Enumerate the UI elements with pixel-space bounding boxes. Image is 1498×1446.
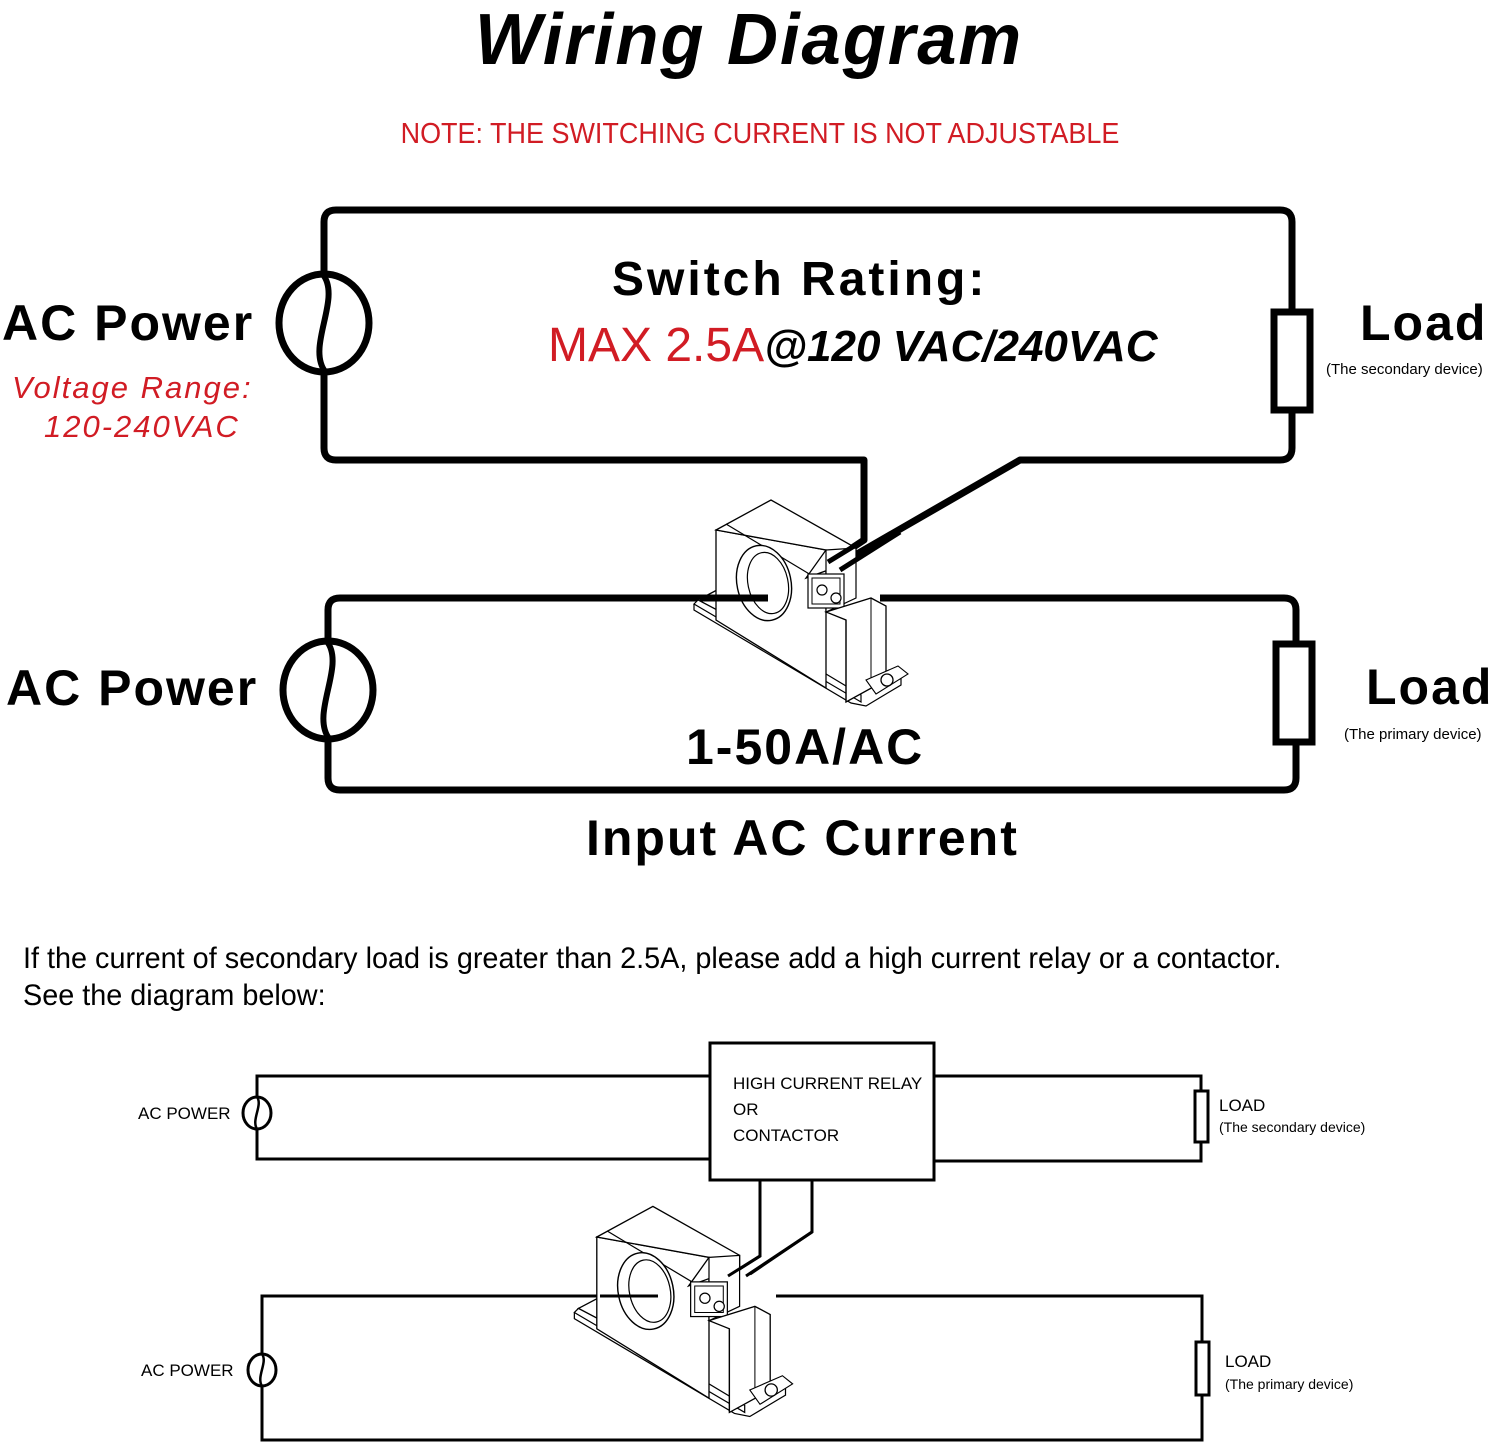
resistor-load-icon: [1270, 308, 1314, 414]
relay-box-label: HIGH CURRENT RELAY OR CONTACTOR: [733, 1071, 922, 1149]
switch-rating-title: Switch Rating:: [612, 253, 988, 306]
switch-rating-value: MAX 2.5A@120 VAC/240VAC: [548, 322, 1158, 370]
instructions-line-1: If the current of secondary load is grea…: [23, 942, 1282, 975]
secondary-load-sublabel: (The secondary device): [1326, 361, 1483, 378]
ac-source-icon: [279, 637, 377, 743]
primary-load-label: Load: [1366, 659, 1494, 715]
relay-primary-wires: [260, 1294, 1204, 1442]
ac-source-icon: [275, 270, 373, 376]
relay-secondary-source-label: AC POWER: [138, 1104, 231, 1123]
relay-contactor-box: [708, 1041, 936, 1182]
relay-primary-load-label: LOAD: [1225, 1352, 1272, 1371]
voltage-range-label: Voltage Range:: [12, 370, 253, 405]
ac-source-icon: [241, 1095, 273, 1131]
resistor-load-icon: [1193, 1089, 1210, 1144]
current-sensor-switch-icon: [693, 499, 909, 707]
relay-secondary-load-sublabel: (The secondary device): [1219, 1119, 1366, 1135]
current-range-label: 1-50A/AC: [686, 719, 925, 775]
voltage-range-value: 120-240VAC: [44, 409, 240, 444]
relay-label-line-2: OR: [733, 1100, 759, 1119]
switch-rating-voltage: @120 VAC/240VAC: [764, 322, 1158, 371]
input-current-caption: Input AC Current: [586, 810, 1019, 866]
adjustability-note: NOTE: THE SWITCHING CURRENT IS NOT ADJUS…: [400, 118, 1120, 150]
primary-source-label: AC Power: [6, 660, 259, 716]
instructions-paragraph: If the current of secondary load is grea…: [23, 940, 1434, 1014]
primary-circuit-wires: [324, 594, 1300, 794]
secondary-circuit-wires: [320, 206, 1296, 562]
resistor-load-icon: [1272, 640, 1316, 746]
relay-primary-load-sublabel: (The primary device): [1225, 1376, 1354, 1392]
page-title: Wiring Diagram: [474, 0, 1024, 80]
relay-label-line-1: HIGH CURRENT RELAY: [733, 1074, 923, 1093]
secondary-load-label: Load: [1360, 295, 1488, 351]
resistor-load-icon: [1194, 1340, 1211, 1397]
secondary-source-label: AC Power: [2, 295, 255, 351]
ac-source-icon: [246, 1352, 278, 1388]
relay-secondary-load-label: LOAD: [1219, 1096, 1266, 1115]
relay-label-line-3: CONTACTOR: [733, 1126, 840, 1145]
relay-secondary-wires: [255, 1074, 1203, 1276]
relay-primary-source-label: AC POWER: [141, 1361, 234, 1380]
instructions-line-2: See the diagram below:: [23, 979, 326, 1012]
switch-rating-max: MAX 2.5A: [548, 319, 765, 372]
primary-load-sublabel: (The primary device): [1344, 726, 1482, 743]
